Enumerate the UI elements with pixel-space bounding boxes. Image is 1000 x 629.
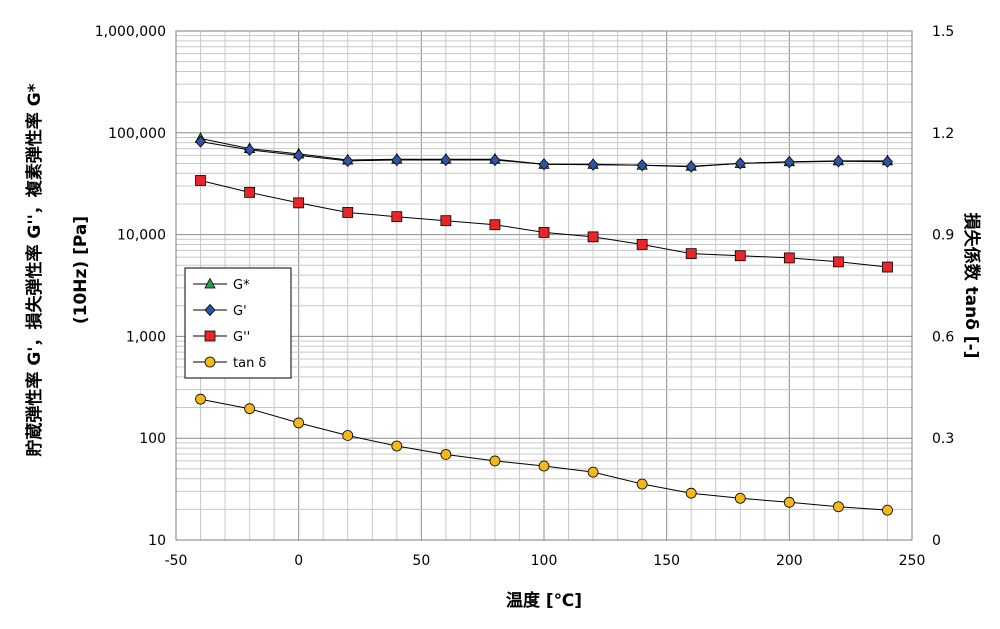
data-point bbox=[293, 197, 305, 209]
x-tick-label: 200 bbox=[776, 553, 803, 569]
data-point bbox=[636, 159, 648, 172]
data-point bbox=[342, 207, 354, 218]
y-right-tick-label: 0.3 bbox=[932, 431, 954, 447]
x-tick-label: 50 bbox=[412, 553, 430, 569]
data-point bbox=[195, 175, 206, 186]
y-left-tick-label: 1,000,000 bbox=[95, 24, 166, 40]
data-point bbox=[538, 158, 550, 171]
plot-area-frame bbox=[175, 30, 913, 541]
legend-label: G* bbox=[233, 278, 250, 293]
y-right-axis-ticks: 0 0.3 0.6 0.9 1.2 1.5 bbox=[932, 24, 954, 549]
y-left-axis-title-line2: (10Hz) [Pa] bbox=[71, 216, 91, 324]
data-point bbox=[636, 478, 648, 490]
x-tick-label: 250 bbox=[899, 553, 926, 569]
legend-items: G* G' G'' tan δ bbox=[193, 277, 266, 371]
x-tick-label: 100 bbox=[531, 553, 558, 569]
data-point bbox=[538, 227, 550, 238]
y-right-axis-title: 損失係数 tanδ [-] bbox=[961, 213, 982, 359]
legend-item: tan δ bbox=[193, 356, 266, 371]
data-point bbox=[440, 215, 452, 227]
legend-item: G'' bbox=[193, 330, 250, 345]
x-axis-title: 温度 [℃] bbox=[506, 590, 582, 611]
data-point bbox=[587, 466, 599, 478]
data-point bbox=[440, 449, 452, 460]
data-point bbox=[783, 252, 795, 264]
data-point bbox=[587, 231, 599, 243]
legend-item: G' bbox=[193, 303, 247, 319]
data-point bbox=[734, 250, 746, 262]
data-point bbox=[489, 153, 501, 167]
data-point bbox=[293, 149, 305, 162]
data-point bbox=[244, 403, 256, 415]
data-point bbox=[734, 492, 746, 504]
data-point bbox=[293, 417, 305, 429]
data-point bbox=[194, 135, 207, 148]
data-point bbox=[685, 248, 697, 260]
data-point bbox=[832, 155, 844, 168]
data-point bbox=[685, 487, 697, 499]
y-left-tick-label: 100,000 bbox=[108, 126, 166, 142]
data-point bbox=[882, 504, 893, 516]
data-point bbox=[195, 393, 206, 405]
data-point bbox=[538, 460, 550, 472]
x-tick-label: 0 bbox=[294, 553, 303, 569]
data-point bbox=[391, 153, 403, 167]
data-point bbox=[391, 440, 403, 452]
y-right-tick-label: 0 bbox=[932, 533, 941, 549]
data-point bbox=[685, 160, 697, 173]
series-2 bbox=[195, 175, 893, 273]
grid bbox=[175, 31, 913, 541]
series-1 bbox=[194, 135, 894, 173]
x-tick-label: -50 bbox=[165, 553, 188, 569]
data-point bbox=[783, 156, 795, 169]
data-point bbox=[833, 256, 844, 268]
legend-marker bbox=[204, 277, 216, 289]
legend-item: G* bbox=[193, 277, 250, 293]
legend-label: G' bbox=[233, 304, 247, 319]
y-left-tick-label: 10,000 bbox=[117, 228, 166, 244]
data-point bbox=[833, 501, 844, 513]
data-point bbox=[587, 158, 599, 171]
y-left-tick-label: 1,000 bbox=[126, 329, 166, 345]
y-right-tick-label: 1.2 bbox=[932, 126, 954, 142]
series-3 bbox=[195, 393, 893, 516]
x-axis-ticks: -50 0 50 100 150 200 250 bbox=[165, 553, 926, 569]
data-point bbox=[636, 239, 648, 250]
y-left-tick-label: 100 bbox=[139, 431, 166, 447]
data-point bbox=[882, 261, 893, 273]
data-point bbox=[244, 186, 256, 198]
data-point bbox=[489, 455, 501, 467]
data-point bbox=[342, 430, 354, 441]
data-point bbox=[244, 143, 256, 156]
y-right-tick-label: 0.6 bbox=[932, 329, 954, 345]
x-tick-label: 150 bbox=[653, 553, 680, 569]
legend-box bbox=[184, 267, 292, 379]
data-point bbox=[734, 157, 746, 170]
data-point bbox=[342, 154, 354, 167]
data-point bbox=[489, 219, 501, 231]
y-left-axis-ticks: 10 100 1,000 10,000 100,000 1,000,000 bbox=[95, 24, 166, 549]
legend: G* G' G'' tan δ bbox=[184, 267, 292, 379]
series bbox=[194, 132, 894, 516]
legend-label: G'' bbox=[233, 330, 250, 345]
legend-marker bbox=[204, 330, 216, 342]
data-point bbox=[783, 496, 795, 508]
legend-marker bbox=[204, 303, 216, 317]
y-left-tick-label: 10 bbox=[148, 533, 166, 549]
data-point bbox=[440, 153, 452, 167]
y-left-axis-title-line1: 貯蔵弾性率 G'，損失弾性率 G''，複素弾性率 G* bbox=[24, 83, 45, 456]
data-point bbox=[881, 155, 894, 168]
y-right-tick-label: 1.5 bbox=[932, 24, 954, 40]
legend-marker bbox=[204, 356, 216, 368]
data-point bbox=[391, 211, 403, 223]
y-right-tick-label: 0.9 bbox=[932, 228, 954, 244]
legend-label: tan δ bbox=[233, 356, 266, 371]
